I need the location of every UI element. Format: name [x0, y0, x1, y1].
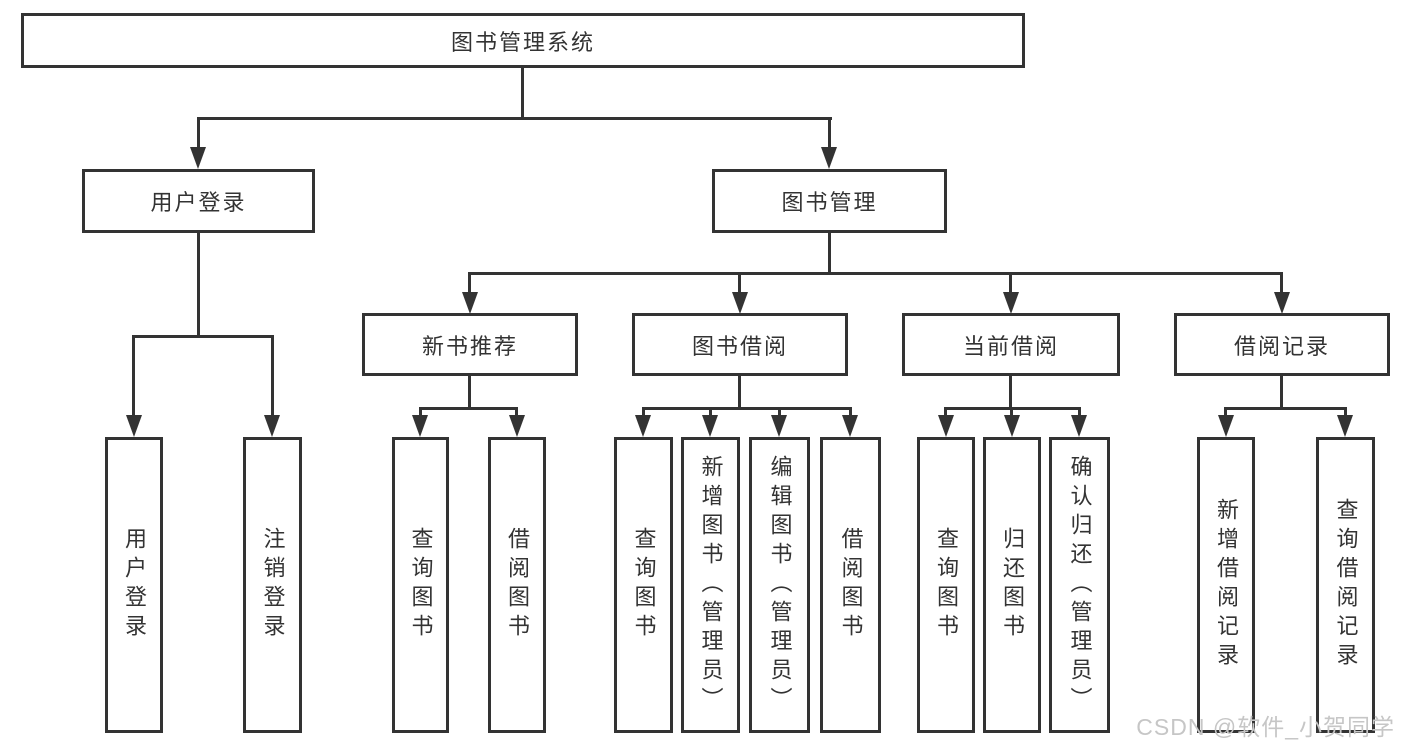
- connector-drop-new-book-rec: [468, 272, 471, 292]
- arrowhead-book-borrow: [732, 292, 748, 314]
- connector-drop-bb-add: [709, 407, 712, 417]
- node-book-management-module: 图书管理: [712, 169, 947, 233]
- node-borrowing-records: 借阅记录: [1174, 313, 1390, 376]
- csdn-watermark: CSDN @软件_小贺同学: [1136, 714, 1395, 740]
- connector-drop-cb-query: [944, 407, 947, 417]
- arrowhead-book-mgmt: [821, 147, 837, 169]
- connector-drop-nb-query: [419, 407, 422, 417]
- arrowhead-bb-edit: [771, 415, 787, 437]
- connector-userlogin-trunk: [197, 233, 200, 335]
- connector-nb-branch: [419, 407, 518, 410]
- leaf-current-confirm-return-admin: 确认归还（管理员）: [1049, 437, 1110, 733]
- arrowhead-cb-query: [938, 415, 954, 437]
- leaf-label: 查询图书: [934, 527, 959, 643]
- node-label: 用户登录: [150, 190, 247, 215]
- connector-br-trunk: [1280, 376, 1283, 407]
- connector-drop-book-borrow: [738, 272, 741, 292]
- leaf-label: 新增图书（管理员）: [698, 454, 724, 716]
- connector-bookmgmt-trunk: [828, 233, 831, 272]
- leaf-label: 确认归还（管理员）: [1067, 454, 1093, 716]
- connector-root-trunk: [521, 68, 524, 117]
- node-label: 图书借阅: [691, 333, 788, 359]
- connector-drop-cb-return: [1010, 407, 1013, 417]
- arrowhead-leaf-user-login: [126, 415, 142, 437]
- connector-drop-br-add: [1224, 407, 1227, 417]
- node-label: 图书管理系统: [450, 29, 595, 55]
- leaf-label: 查询借阅记录: [1333, 498, 1359, 672]
- arrowhead-bb-add: [702, 415, 718, 437]
- connector-drop-bb-query: [642, 407, 645, 417]
- connector-drop-current-borrow: [1009, 272, 1012, 292]
- connector-drop-bb-borrow: [849, 407, 852, 417]
- leaf-newbook-borrow-books: 借阅图书: [488, 437, 546, 733]
- leaf-borrowing-query-books: 查询图书: [614, 437, 673, 733]
- node-library-management-system: 图书管理系统: [21, 13, 1025, 68]
- node-current-borrowing: 当前借阅: [902, 313, 1120, 376]
- connector-bookmgmt-branch: [468, 272, 1282, 275]
- arrowhead-user-login: [190, 147, 206, 169]
- arrowhead-br-add: [1218, 415, 1234, 437]
- arrowhead-bb-query: [635, 415, 651, 437]
- node-label: 借阅记录: [1233, 333, 1330, 359]
- leaf-borrowing-add-books-admin: 新增图书（管理员）: [681, 437, 740, 733]
- connector-nb-trunk: [468, 376, 471, 407]
- leaf-label: 借阅图书: [505, 527, 530, 643]
- connector-bb-trunk: [738, 376, 741, 407]
- arrowhead-new-book-rec: [462, 292, 478, 314]
- arrowhead-nb-query: [412, 415, 428, 437]
- arrowhead-cb-return: [1004, 415, 1020, 437]
- leaf-label: 借阅图书: [838, 527, 864, 643]
- connector-bb-branch: [642, 407, 852, 410]
- leaf-borrowing-borrow-books: 借阅图书: [820, 437, 881, 733]
- node-book-borrowing: 图书借阅: [632, 313, 848, 376]
- node-label: 新书推荐: [421, 333, 518, 359]
- leaf-records-add-borrow-record: 新增借阅记录: [1197, 437, 1255, 733]
- connector-br-branch: [1224, 407, 1347, 410]
- connector-drop-nb-borrow: [515, 407, 518, 417]
- leaf-user-login: 用户登录: [105, 437, 163, 733]
- connector-drop-leaf-user-login: [132, 335, 135, 415]
- connector-root-branch: [197, 117, 832, 120]
- arrowhead-current-borrow: [1003, 292, 1019, 314]
- leaf-current-return-books: 归还图书: [983, 437, 1041, 733]
- leaf-logout-login: 注销登录: [243, 437, 302, 733]
- connector-cb-trunk: [1009, 376, 1012, 407]
- node-label: 图书管理: [781, 190, 878, 215]
- leaf-label: 用户登录: [122, 527, 147, 643]
- leaf-label: 注销登录: [260, 527, 286, 643]
- leaf-label: 编辑图书（管理员）: [767, 454, 793, 716]
- leaf-label: 查询图书: [631, 527, 657, 643]
- connector-drop-book-mgmt: [828, 117, 831, 147]
- connector-drop-user-login: [197, 117, 200, 147]
- node-label: 当前借阅: [962, 333, 1059, 359]
- connector-drop-bb-edit: [778, 407, 781, 417]
- arrowhead-cb-confirm: [1071, 415, 1087, 437]
- leaf-newbook-query-books: 查询图书: [392, 437, 449, 733]
- connector-drop-cb-confirm: [1078, 407, 1081, 417]
- leaf-current-query-books: 查询图书: [917, 437, 975, 733]
- arrowhead-borrow-record: [1274, 292, 1290, 314]
- node-new-book-recommend: 新书推荐: [362, 313, 578, 376]
- connector-drop-br-query: [1344, 407, 1347, 417]
- connector-userlogin-branch: [132, 335, 274, 338]
- leaf-label: 新增借阅记录: [1214, 498, 1239, 672]
- leaf-label: 查询图书: [408, 527, 434, 643]
- leaf-borrowing-edit-books-admin: 编辑图书（管理员）: [749, 437, 810, 733]
- leaf-label: 归还图书: [1000, 527, 1025, 643]
- arrowhead-br-query: [1337, 415, 1353, 437]
- node-user-login-module: 用户登录: [82, 169, 315, 233]
- arrowhead-leaf-logout: [264, 415, 280, 437]
- connector-drop-leaf-logout: [271, 335, 274, 415]
- connector-drop-borrow-record: [1280, 272, 1283, 292]
- arrowhead-bb-borrow: [842, 415, 858, 437]
- leaf-records-query-borrow-record: 查询借阅记录: [1316, 437, 1375, 733]
- arrowhead-nb-borrow: [509, 415, 525, 437]
